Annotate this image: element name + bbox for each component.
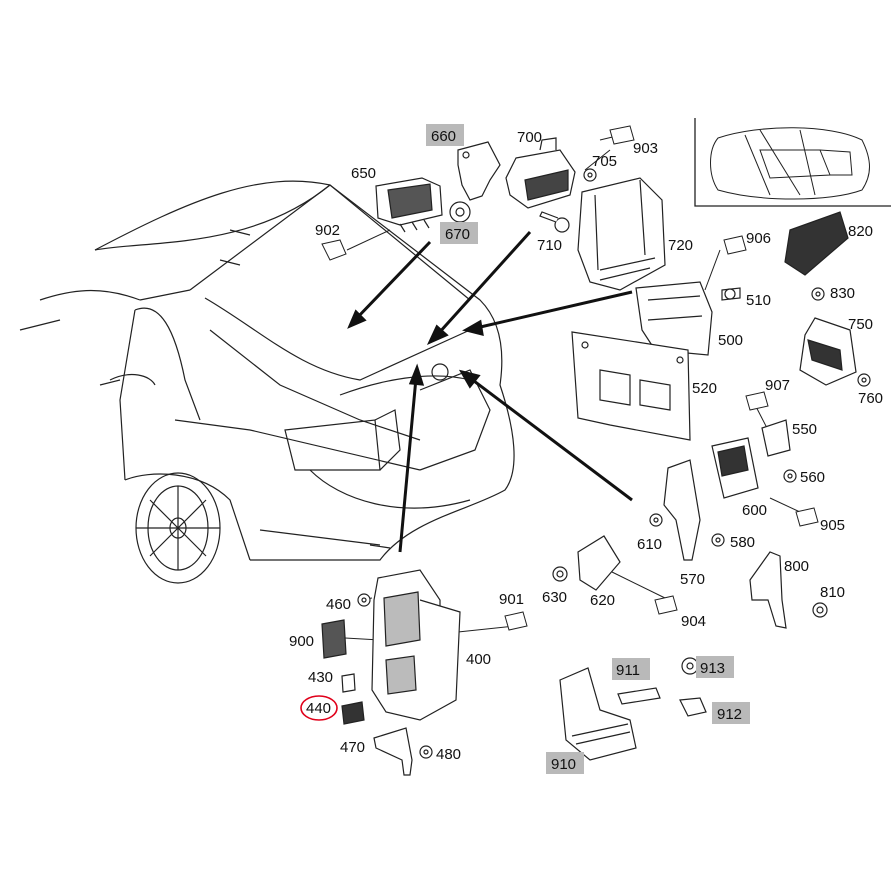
label-620[interactable]: 620 xyxy=(590,592,615,609)
label-460[interactable]: 460 xyxy=(326,596,351,613)
component-710-screw[interactable] xyxy=(539,211,570,233)
label-630[interactable]: 630 xyxy=(542,589,567,606)
inset-car-view xyxy=(694,118,891,207)
part-labels: 400 430 440 460 470 480 500 510 520 550 … xyxy=(289,128,883,773)
label-906[interactable]: 906 xyxy=(746,230,771,247)
label-480[interactable]: 480 xyxy=(436,746,461,763)
component-910-connector-housing[interactable] xyxy=(559,667,637,761)
label-911[interactable]: 911 xyxy=(616,662,640,679)
component-440-relay[interactable] xyxy=(341,701,365,725)
component-650-module[interactable] xyxy=(375,177,443,233)
label-430[interactable]: 430 xyxy=(308,669,333,686)
component-500-module[interactable] xyxy=(635,281,713,356)
label-903[interactable]: 903 xyxy=(633,140,658,157)
label-830[interactable]: 830 xyxy=(830,285,855,302)
label-710[interactable]: 710 xyxy=(537,237,562,254)
component-600-module[interactable] xyxy=(711,437,759,499)
label-470[interactable]: 470 xyxy=(340,739,365,756)
component-470-bracket[interactable] xyxy=(373,727,413,776)
component-800-bracket[interactable] xyxy=(749,551,787,629)
selected-part-ring xyxy=(300,695,338,721)
label-520[interactable]: 520 xyxy=(692,380,717,397)
component-911-terminal-strip[interactable] xyxy=(617,687,661,705)
component-510-bolt[interactable] xyxy=(721,287,741,301)
label-660[interactable]: 660 xyxy=(431,128,456,145)
component-630-nut[interactable] xyxy=(552,566,568,582)
component-620-module[interactable] xyxy=(577,535,621,591)
label-500[interactable]: 500 xyxy=(718,332,743,349)
label-800[interactable]: 800 xyxy=(784,558,809,575)
component-705-nut[interactable] xyxy=(583,168,597,182)
component-550-module[interactable] xyxy=(761,419,791,457)
label-902[interactable]: 902 xyxy=(315,222,340,239)
component-912-clip[interactable] xyxy=(679,697,707,717)
label-907[interactable]: 907 xyxy=(765,377,790,394)
label-580[interactable]: 580 xyxy=(730,534,755,551)
label-912[interactable]: 912 xyxy=(717,706,742,723)
component-720-housing[interactable] xyxy=(577,177,666,291)
component-610-nut[interactable] xyxy=(649,513,663,527)
component-460-nut[interactable] xyxy=(357,593,371,607)
label-705[interactable]: 705 xyxy=(592,153,617,170)
label-650[interactable]: 650 xyxy=(351,165,376,182)
component-913-nut[interactable] xyxy=(681,657,699,675)
tag-symbols xyxy=(321,125,819,631)
label-913[interactable]: 913 xyxy=(700,660,725,677)
car-outline xyxy=(19,180,515,584)
label-610[interactable]: 610 xyxy=(637,536,662,553)
label-904[interactable]: 904 xyxy=(681,613,706,630)
label-670[interactable]: 670 xyxy=(445,226,470,243)
highlight-boxes xyxy=(426,124,750,774)
label-560[interactable]: 560 xyxy=(800,469,825,486)
component-570-bracket[interactable] xyxy=(663,459,701,561)
leader-arrows xyxy=(347,230,633,553)
component-430-clip[interactable] xyxy=(341,673,356,693)
component-810-nut[interactable] xyxy=(812,602,828,618)
component-400-fuse-box[interactable] xyxy=(371,569,461,721)
label-600[interactable]: 600 xyxy=(742,502,767,519)
component-670-nut[interactable] xyxy=(449,201,471,223)
label-510[interactable]: 510 xyxy=(746,292,771,309)
label-720[interactable]: 720 xyxy=(668,237,693,254)
component-820-module[interactable] xyxy=(784,211,849,276)
component-750-module[interactable] xyxy=(799,317,857,386)
component-830-nut[interactable] xyxy=(811,287,825,301)
component-660-bracket[interactable] xyxy=(457,141,501,201)
label-750[interactable]: 750 xyxy=(848,316,873,333)
label-440[interactable]: 440 xyxy=(306,700,331,717)
component-900-connector[interactable] xyxy=(321,619,347,659)
component-560-nut[interactable] xyxy=(783,469,797,483)
component-480-nut[interactable] xyxy=(419,745,433,759)
label-810[interactable]: 810 xyxy=(820,584,845,601)
label-760[interactable]: 760 xyxy=(858,390,883,407)
component-700-connector[interactable] xyxy=(505,137,576,209)
label-570[interactable]: 570 xyxy=(680,571,705,588)
component-760-nut[interactable] xyxy=(857,373,871,387)
label-820[interactable]: 820 xyxy=(848,223,873,240)
component-520-mounting-plate[interactable] xyxy=(571,331,691,441)
label-700[interactable]: 700 xyxy=(517,129,542,146)
label-905[interactable]: 905 xyxy=(820,517,845,534)
label-550[interactable]: 550 xyxy=(792,421,817,438)
component-580-nut[interactable] xyxy=(711,533,725,547)
label-901[interactable]: 901 xyxy=(499,591,524,608)
label-400[interactable]: 400 xyxy=(466,651,491,668)
label-910[interactable]: 910 xyxy=(551,756,576,773)
label-900[interactable]: 900 xyxy=(289,633,314,650)
